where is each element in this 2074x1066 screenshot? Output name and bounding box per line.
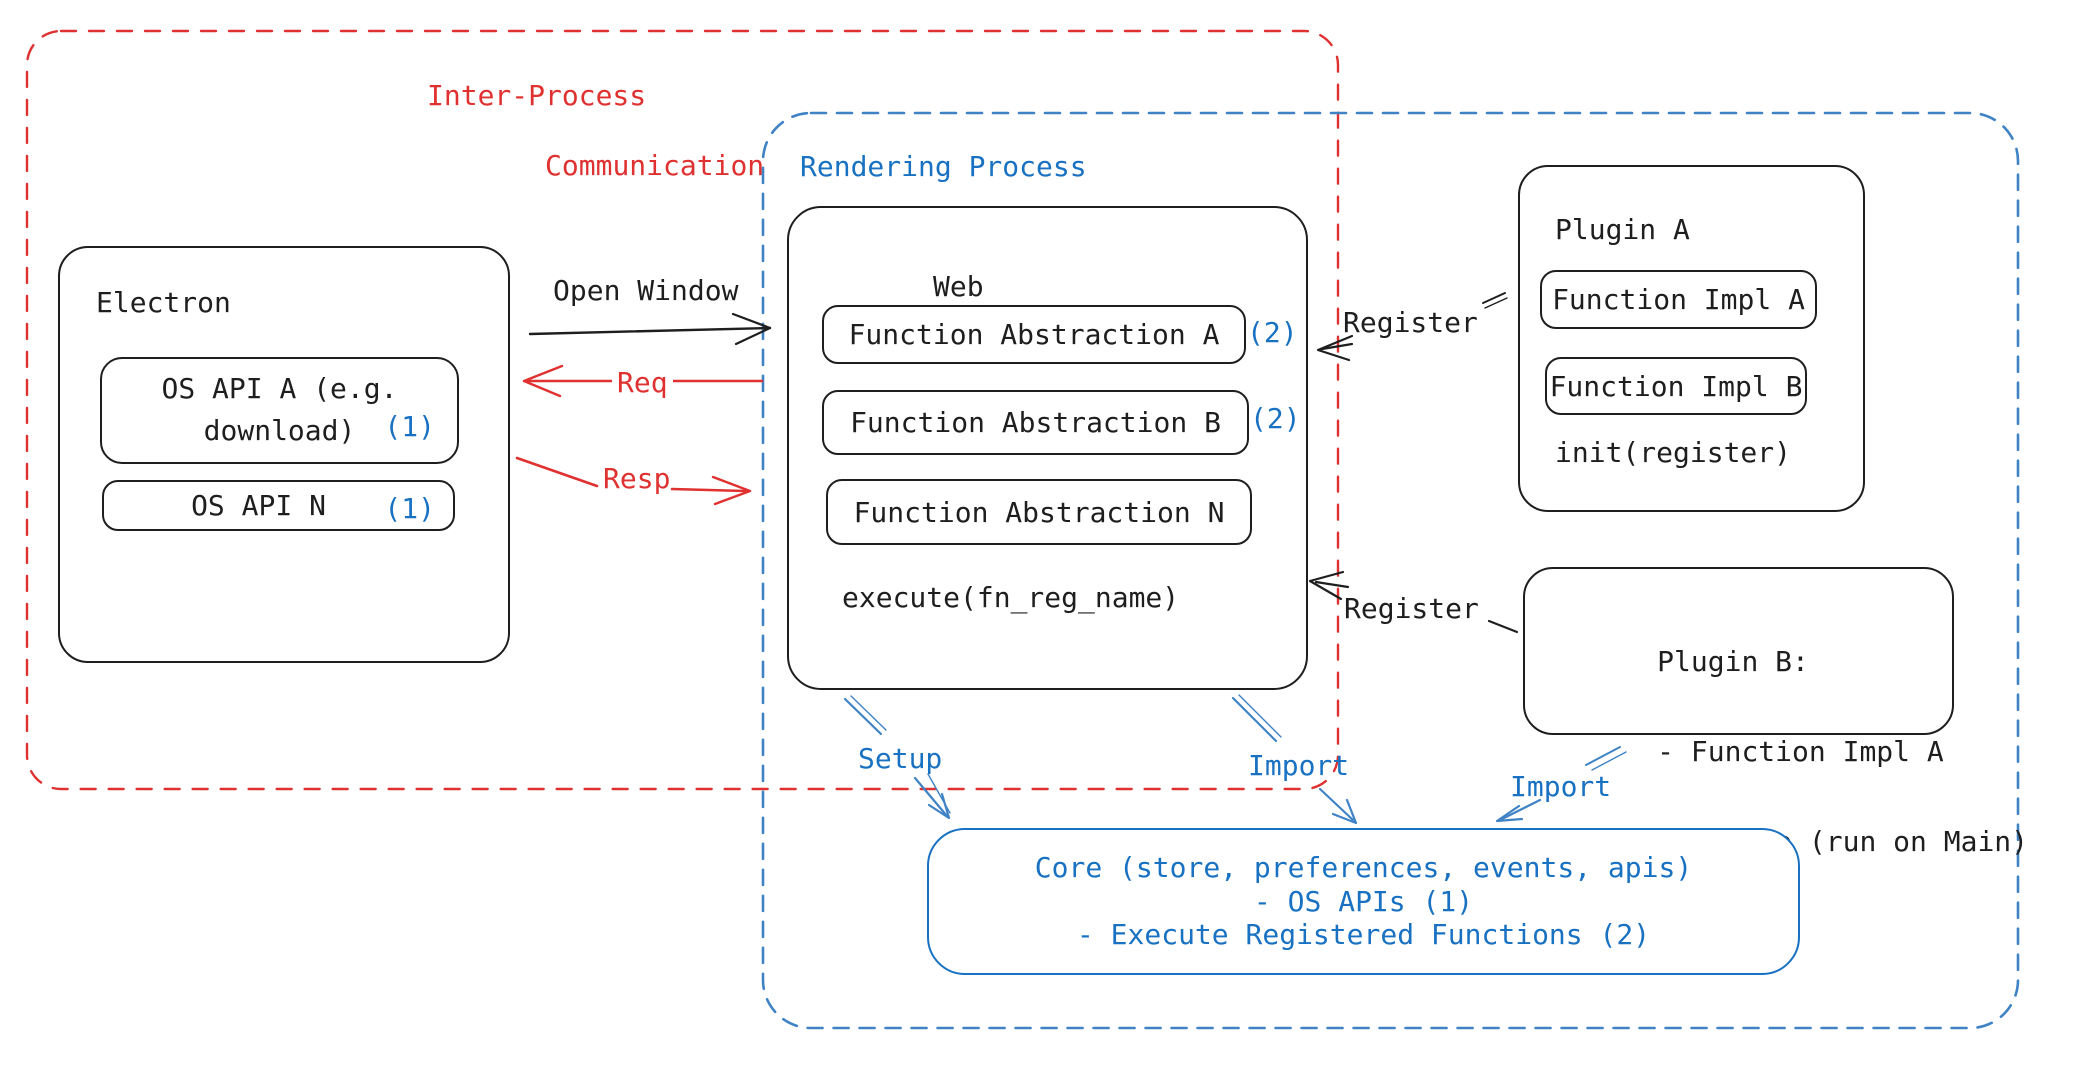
plugin-b-title: Plugin B:: [1657, 645, 1809, 678]
plugin-a-title: Plugin A: [1555, 213, 1690, 246]
web-box: Web Function Abstraction A Function Abst…: [787, 206, 1308, 690]
function-impl-a-box: Function Impl A: [1540, 270, 1817, 329]
resp-arrow: [515, 456, 752, 506]
electron-title: Electron: [96, 286, 231, 319]
function-abstraction-a-badge: (2): [1247, 316, 1298, 349]
os-api-a-line1: OS API A (e.g.: [161, 372, 398, 405]
core-line3: - Execute Registered Functions (2): [1076, 918, 1651, 952]
plugin-a-box: Plugin A Function Impl A Function Impl B…: [1518, 165, 1865, 512]
import-plugin-arrow: [1495, 746, 1627, 823]
function-abstraction-n-box: Function Abstraction N: [826, 479, 1252, 545]
web-title: Web: [933, 270, 984, 303]
import-core-label: Import: [1248, 749, 1350, 782]
register-plugin-b-label: Register: [1344, 592, 1479, 625]
register-plugin-a-label: Register: [1343, 306, 1478, 339]
function-abstraction-a-label: Function Abstraction A: [848, 318, 1220, 351]
ipc-region-label-line2: Communication: [545, 149, 765, 182]
register-plugin-b-arrow: [1308, 570, 1519, 634]
open-window-arrow: [528, 312, 772, 346]
plugin-b-line1: - Function Impl A: [1657, 735, 1944, 768]
import-plugin-label: Import: [1510, 770, 1612, 803]
function-abstraction-b-label: Function Abstraction B: [850, 406, 1221, 439]
function-abstraction-n-label: Function Abstraction N: [853, 495, 1225, 529]
function-impl-b-label: Function Impl B: [1549, 369, 1803, 403]
core-line2: - OS APIs (1): [1253, 884, 1474, 918]
init-register-label: init(register): [1555, 436, 1792, 469]
function-abstraction-a-box: Function Abstraction A: [822, 305, 1246, 364]
register-plugin-a-arrow: [1316, 292, 1508, 362]
plugin-b-box: Plugin B: - Function Impl A - Module (ru…: [1523, 567, 2028, 858]
os-api-n-badge: (1): [384, 492, 435, 525]
rendering-process-boundary: [761, 111, 2020, 1030]
core-box: Core (store, preferences, events, apis) …: [927, 828, 1800, 975]
function-impl-a-label: Function Impl A: [1552, 283, 1805, 316]
execute-label: execute(fn_reg_name): [842, 581, 1180, 614]
function-abstraction-b-badge: (2): [1250, 402, 1301, 435]
os-api-a-box: OS API A (e.g. download) (1): [100, 357, 459, 464]
resp-label: Resp: [603, 462, 671, 495]
core-line1: Core (store, preferences, events, apis): [1034, 851, 1693, 885]
ipc-region-label: Inter-Process Communication: [427, 78, 764, 183]
ipc-region-label-line1: Inter-Process: [427, 79, 647, 112]
setup-arrow: [843, 695, 951, 820]
import-core-arrow: [1231, 694, 1358, 825]
electron-box: Electron OS API A (e.g. download) (1) OS…: [58, 246, 510, 663]
setup-label: Setup: [858, 742, 943, 775]
function-impl-b-box: Function Impl B: [1545, 357, 1807, 415]
os-api-n-label: OS API N: [191, 489, 326, 522]
req-label: Req: [612, 366, 673, 399]
ipc-boundary: [25, 29, 1340, 791]
rendering-region-label: Rendering Process: [800, 150, 1087, 183]
open-window-label: Open Window: [553, 274, 739, 307]
function-abstraction-b-box: Function Abstraction B: [822, 390, 1249, 455]
os-api-a-badge: (1): [384, 410, 435, 443]
os-api-n-box: OS API N (1): [102, 480, 455, 531]
os-api-a-line2: download): [203, 414, 356, 447]
